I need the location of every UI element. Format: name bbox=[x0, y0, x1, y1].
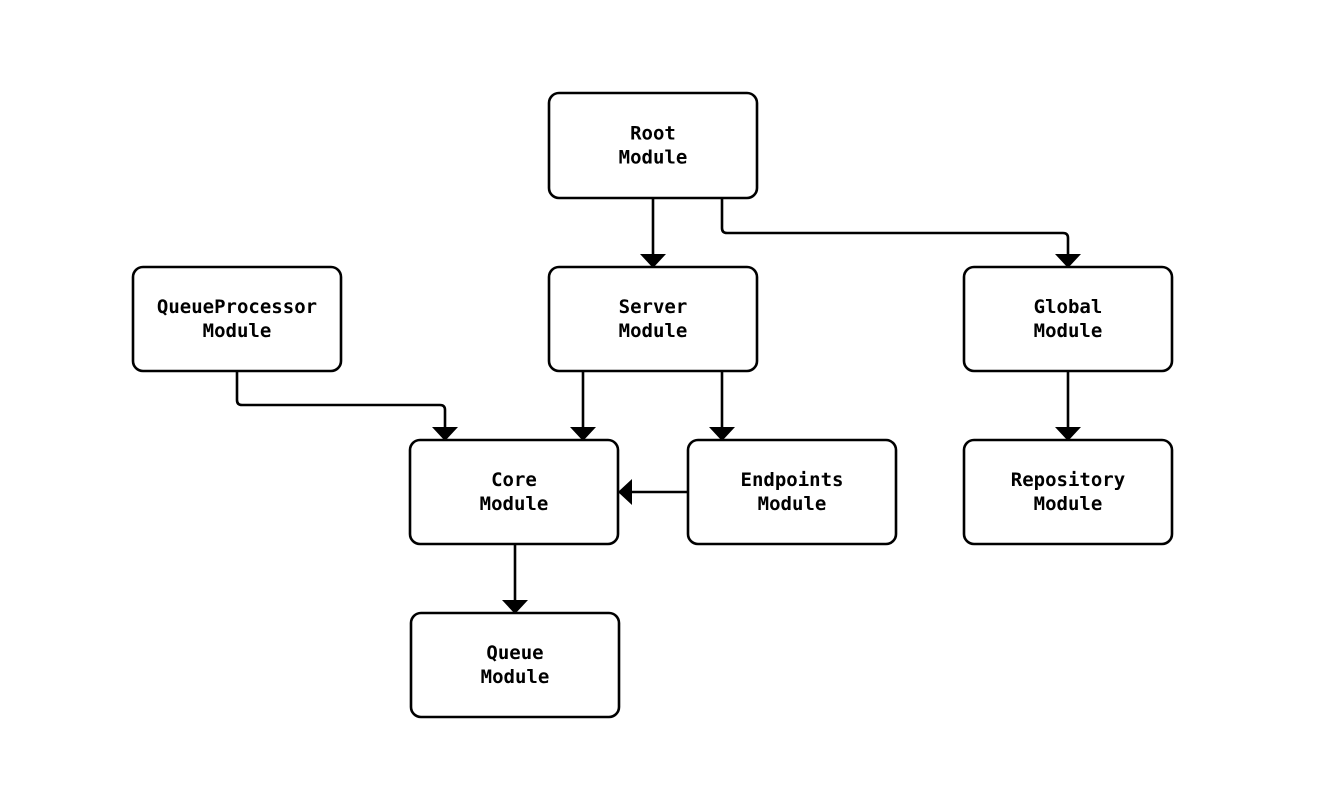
node-repository-box bbox=[962, 438, 1174, 546]
node-core-box bbox=[408, 438, 620, 546]
node-server-box bbox=[547, 265, 759, 373]
edge-queueprocessor-to-core bbox=[235, 371, 458, 441]
node-global-box bbox=[962, 265, 1174, 373]
node-queue-box bbox=[409, 611, 621, 719]
edge-root-to-global bbox=[720, 198, 1081, 268]
edges-layer bbox=[235, 198, 1081, 614]
node-root-box bbox=[547, 91, 759, 200]
node-endpoints-box bbox=[686, 438, 898, 546]
node-queueprocessor-box bbox=[131, 265, 343, 373]
